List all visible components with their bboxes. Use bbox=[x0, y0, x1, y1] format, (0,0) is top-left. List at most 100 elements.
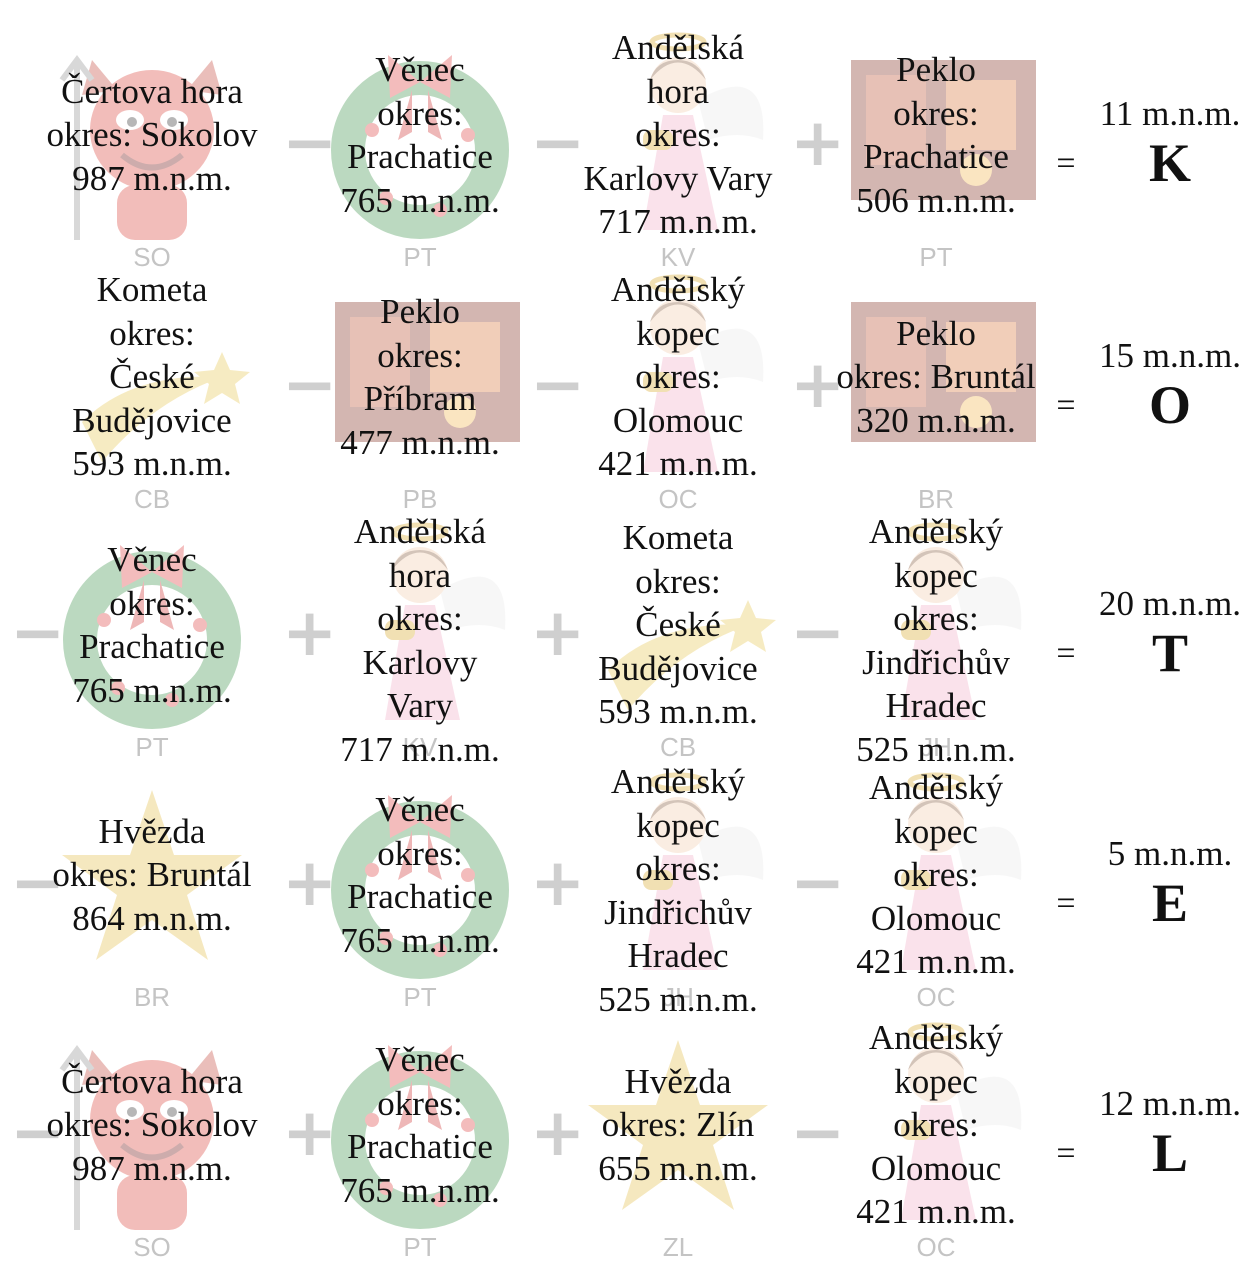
label-line: Karlovy Vary bbox=[583, 158, 773, 198]
plus-operator: + bbox=[282, 594, 338, 671]
minus-operator: − bbox=[790, 1094, 846, 1171]
minus-operator: − bbox=[10, 594, 66, 671]
result: 15 m.n.m.O bbox=[1090, 334, 1249, 432]
equals-sign: = bbox=[1056, 145, 1076, 182]
hell-icon bbox=[806, 262, 1066, 512]
angel-icon bbox=[290, 510, 550, 760]
label-line: kopec bbox=[636, 313, 720, 353]
district-code: KV bbox=[660, 242, 696, 272]
label-line: Andělská bbox=[353, 512, 487, 551]
result-value: 12 m.n.m. bbox=[1099, 1084, 1241, 1123]
label-line: 987 m.n.m. bbox=[72, 158, 232, 198]
label-line: okres: bbox=[377, 1083, 463, 1123]
district-code: PT bbox=[919, 242, 953, 272]
label-line: Kometa bbox=[622, 518, 734, 558]
label-line: Peklo bbox=[896, 313, 976, 353]
label-line: Andělský bbox=[868, 1018, 1004, 1058]
label-line: okres: bbox=[635, 115, 721, 155]
district-code: JH bbox=[662, 982, 694, 1012]
minus-operator: − bbox=[790, 844, 846, 921]
label-line: okres: Zlín bbox=[601, 1105, 755, 1145]
label-line: 525 m.n.m. bbox=[856, 729, 1016, 769]
label-line: Olomouc bbox=[612, 400, 744, 440]
label-line: okres: Sokolov bbox=[46, 115, 258, 155]
label-line: Budějovice bbox=[72, 400, 232, 440]
hell-icon bbox=[806, 20, 1066, 270]
result-letter: O bbox=[1148, 375, 1191, 435]
result-letter: T bbox=[1151, 623, 1189, 683]
district-code: OC bbox=[658, 484, 698, 514]
label-line: Andělský bbox=[610, 270, 746, 310]
label-line: Prachatice bbox=[863, 137, 1009, 176]
label-line: Andělský bbox=[610, 762, 746, 801]
label-line: Hradec bbox=[627, 936, 729, 975]
label-line: 864 m.n.m. bbox=[72, 898, 232, 938]
label-line: Vary bbox=[386, 686, 454, 725]
label-line: Hradec bbox=[885, 686, 987, 725]
label-line: České bbox=[635, 605, 721, 645]
label-line: 655 m.n.m. bbox=[598, 1148, 758, 1188]
label-line: Andělský bbox=[868, 768, 1004, 808]
angel-icon bbox=[806, 760, 1066, 1010]
label-line: Prachatice bbox=[347, 137, 493, 176]
wreath-icon bbox=[290, 20, 550, 270]
district-code: PT bbox=[403, 242, 437, 272]
minus-operator: − bbox=[282, 346, 338, 423]
plus-operator: + bbox=[530, 844, 586, 921]
label-line: Olomouc bbox=[870, 1148, 1002, 1188]
label-line: okres: Bruntál bbox=[52, 855, 252, 895]
angel-icon bbox=[806, 1010, 1066, 1260]
district-code: SO bbox=[133, 1232, 171, 1262]
label-line: 987 m.n.m. bbox=[72, 1148, 232, 1188]
label-line: Hvězda bbox=[624, 1061, 732, 1101]
label-line: Prachatice bbox=[79, 627, 225, 666]
label-line: Jindřichův bbox=[604, 892, 752, 932]
result-letter: K bbox=[1148, 133, 1191, 193]
district-code: PT bbox=[403, 1232, 437, 1262]
label-line: Budějovice bbox=[598, 648, 758, 688]
result-value: 20 m.n.m. bbox=[1099, 584, 1241, 623]
label-line: 421 m.n.m. bbox=[856, 942, 1016, 982]
district-code: CB bbox=[659, 732, 697, 762]
label-line: 506 m.n.m. bbox=[856, 180, 1016, 220]
district-code: BR bbox=[917, 484, 955, 514]
label-line: Kometa bbox=[96, 270, 208, 310]
wreath-icon bbox=[22, 510, 282, 760]
result: 20 m.n.m.T bbox=[1090, 582, 1249, 680]
minus-operator: − bbox=[530, 104, 586, 181]
label-line: Olomouc bbox=[870, 898, 1002, 938]
plus-operator: + bbox=[530, 594, 586, 671]
label-line: 765 m.n.m. bbox=[72, 670, 232, 710]
label-line: 320 m.n.m. bbox=[856, 400, 1016, 440]
label-line: okres: bbox=[893, 599, 979, 638]
district-code: OC bbox=[916, 1232, 956, 1262]
label-line: Andělská bbox=[611, 28, 745, 68]
label-line: Věnec bbox=[375, 50, 465, 89]
label-line: 765 m.n.m. bbox=[340, 920, 500, 960]
label-line: 421 m.n.m. bbox=[598, 444, 758, 484]
district-code: KV bbox=[402, 732, 438, 762]
label-line: okres: bbox=[377, 599, 463, 638]
